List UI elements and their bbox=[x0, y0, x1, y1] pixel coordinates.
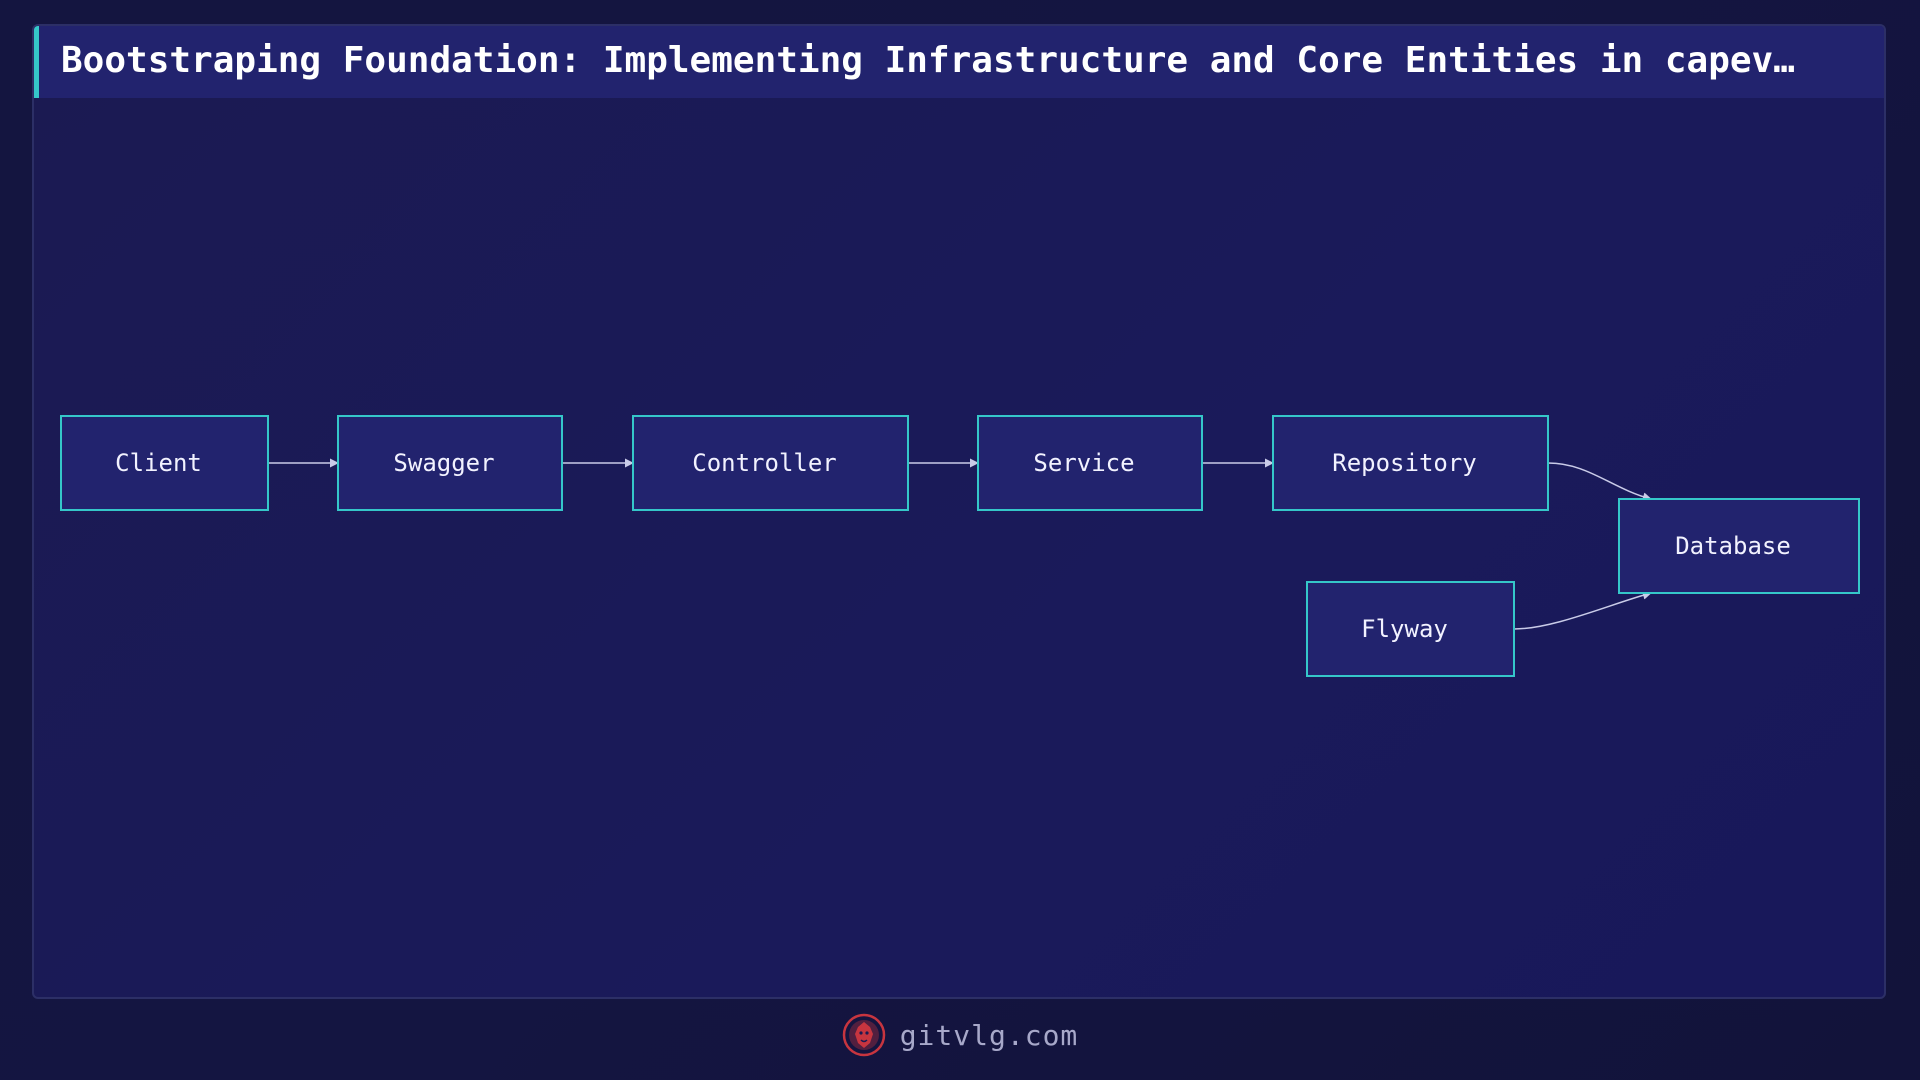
node-client: Client bbox=[60, 415, 269, 511]
node-controller: Controller bbox=[632, 415, 909, 511]
node-label-service: Service bbox=[1033, 449, 1134, 477]
edge-repository-to-database bbox=[1547, 462, 1652, 502]
node-label-swagger: Swagger bbox=[393, 449, 494, 477]
node-label-controller: Controller bbox=[692, 449, 837, 477]
node-label-database: Database bbox=[1675, 532, 1791, 560]
title-bar: Bootstraping Foundation: Implementing In… bbox=[34, 26, 1884, 98]
node-box-database bbox=[1618, 498, 1860, 594]
brand-link[interactable]: gitvlg.com bbox=[899, 1018, 1079, 1052]
node-label-flyway: Flyway bbox=[1361, 615, 1448, 643]
node-label-repository: Repository bbox=[1332, 449, 1477, 477]
node-flyway: Flyway bbox=[1306, 581, 1515, 677]
node-label-client: Client bbox=[115, 449, 202, 477]
lion-logo-icon bbox=[842, 1013, 885, 1057]
edges-layer bbox=[268, 458, 1652, 630]
footer: gitvlg.com bbox=[0, 1010, 1920, 1060]
node-box-flyway bbox=[1306, 581, 1515, 677]
node-service: Service bbox=[977, 415, 1203, 511]
node-database: Database bbox=[1618, 498, 1860, 594]
node-box-controller bbox=[632, 415, 909, 511]
node-box-swagger bbox=[337, 415, 563, 511]
node-repository: Repository bbox=[1272, 415, 1549, 511]
edge-flyway-to-database bbox=[1513, 590, 1652, 630]
node-box-service bbox=[977, 415, 1203, 511]
node-swagger: Swagger bbox=[337, 415, 563, 511]
node-box-repository bbox=[1272, 415, 1549, 511]
diagram-panel: Bootstraping Foundation: Implementing In… bbox=[32, 24, 1886, 999]
nodes-layer: Client Swagger Controller Service Repository… bbox=[60, 415, 1860, 677]
node-box-client bbox=[60, 415, 269, 511]
